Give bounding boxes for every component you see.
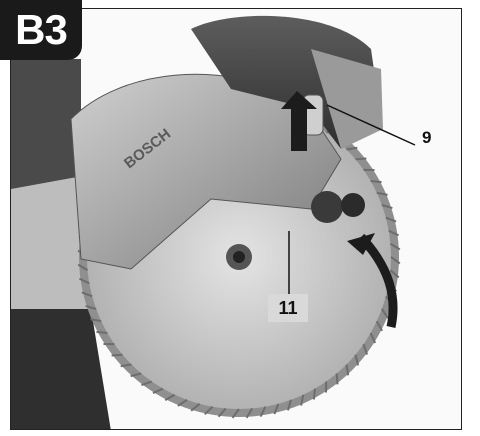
photo-frame: BOSCH [10, 8, 462, 430]
figure-label: B3 [0, 0, 82, 60]
guard-roller-right [341, 193, 365, 217]
up-arrow-icon [281, 91, 317, 151]
rotation-arrowhead-icon [347, 233, 375, 255]
miter-saw-illustration: BOSCH [11, 15, 416, 429]
leader-line-9 [326, 104, 416, 146]
base-shadow [11, 309, 111, 429]
callout-11: 11 [268, 294, 308, 322]
rotation-arrow-icon [357, 233, 398, 328]
handle-grip [311, 49, 383, 149]
callout-9: 9 [422, 128, 432, 147]
guard-roller-left [311, 191, 343, 223]
